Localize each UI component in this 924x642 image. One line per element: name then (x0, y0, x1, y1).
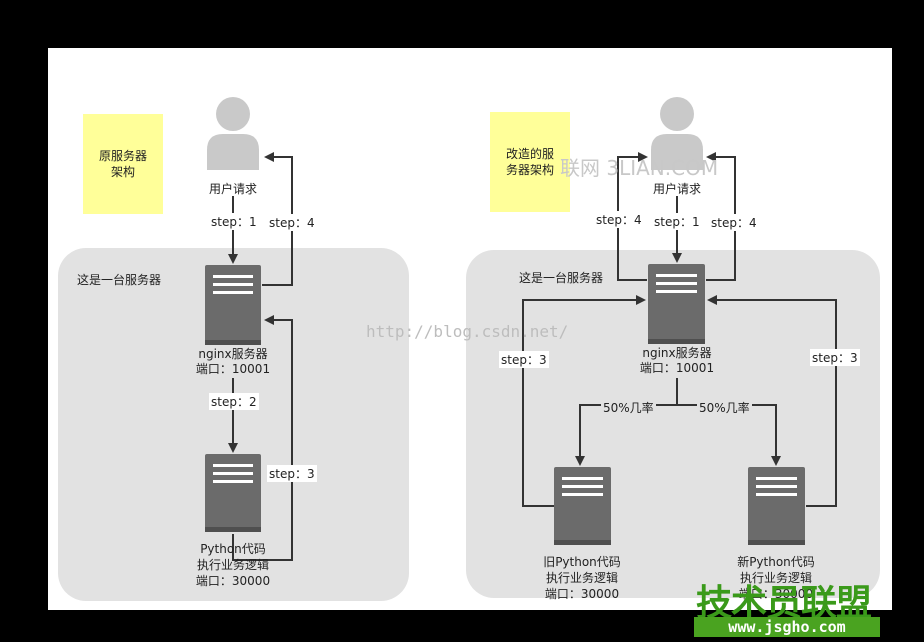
right-note-line1: 改造的服 (505, 147, 554, 161)
right-step4-left-label: step：4 (594, 211, 644, 228)
brand-url-watermark: www.jsgho.com (694, 617, 880, 637)
left-user-icon (207, 97, 259, 170)
left-nginx-label-line2: 端口：10001 (195, 362, 271, 376)
left-python-label-line1: Python代码 (200, 542, 266, 556)
left-step4-label: step：4 (267, 214, 317, 231)
left-arrow-step3 (232, 315, 293, 561)
new-python-label-line3: 端口：30000 (738, 587, 814, 601)
right-step3-left-label: step：3 (499, 351, 549, 368)
left-note-line2: 架构 (110, 165, 135, 179)
left-nginx-server-icon (205, 265, 261, 345)
left-python-label-line2: 执行业务逻辑 (196, 558, 270, 572)
left-nginx-label-line1: nginx服务器 (198, 347, 268, 361)
left-server-group-label: 这是一台服务器 (77, 273, 162, 287)
right-step4-right-label: step：4 (709, 214, 759, 231)
left-step2-label: step：2 (209, 393, 259, 410)
new-python-server-icon (748, 467, 805, 545)
site-watermark: 联网 3LIAN.COM (560, 156, 719, 180)
right-nginx-label-line2: 端口：10001 (639, 361, 715, 375)
right-nginx-label-line1: nginx服务器 (642, 346, 712, 360)
right-user-icon (651, 97, 703, 170)
blog-watermark: http://blog.csdn.net/ (366, 322, 569, 341)
left-python-label-line3: 端口：30000 (195, 574, 271, 588)
right-user-label: 用户请求 (652, 182, 702, 196)
right-nginx-server-icon (648, 264, 705, 344)
old-python-label-line3: 端口：30000 (544, 587, 620, 601)
left-note-line1: 原服务器 (98, 149, 147, 163)
right-server-group-label: 这是一台服务器 (519, 271, 604, 285)
right-arrow-step3-left (522, 295, 646, 507)
left-step1-label: step：1 (209, 213, 259, 230)
left-note: 原服务器 架构 (83, 114, 163, 214)
left-python-server-icon (205, 454, 261, 532)
old-python-label-line1: 旧Python代码 (543, 555, 621, 569)
left-step3-label: step：3 (267, 465, 317, 482)
right-split-left-label: 50%几率 (601, 399, 656, 416)
new-python-label-line2: 执行业务逻辑 (739, 571, 813, 585)
old-python-server-icon (554, 467, 611, 545)
right-step1-label: step：1 (652, 213, 702, 230)
right-note: 改造的服 务器架构 (490, 112, 570, 212)
left-user-label: 用户请求 (208, 182, 258, 196)
new-python-label-line1: 新Python代码 (737, 555, 815, 569)
right-arrow-step3-right (707, 295, 837, 507)
old-python-label-line2: 执行业务逻辑 (545, 571, 619, 585)
right-split-right-label: 50%几率 (697, 399, 752, 416)
right-step3-right-label: step：3 (810, 349, 860, 366)
right-note-line2: 务器架构 (505, 163, 554, 177)
